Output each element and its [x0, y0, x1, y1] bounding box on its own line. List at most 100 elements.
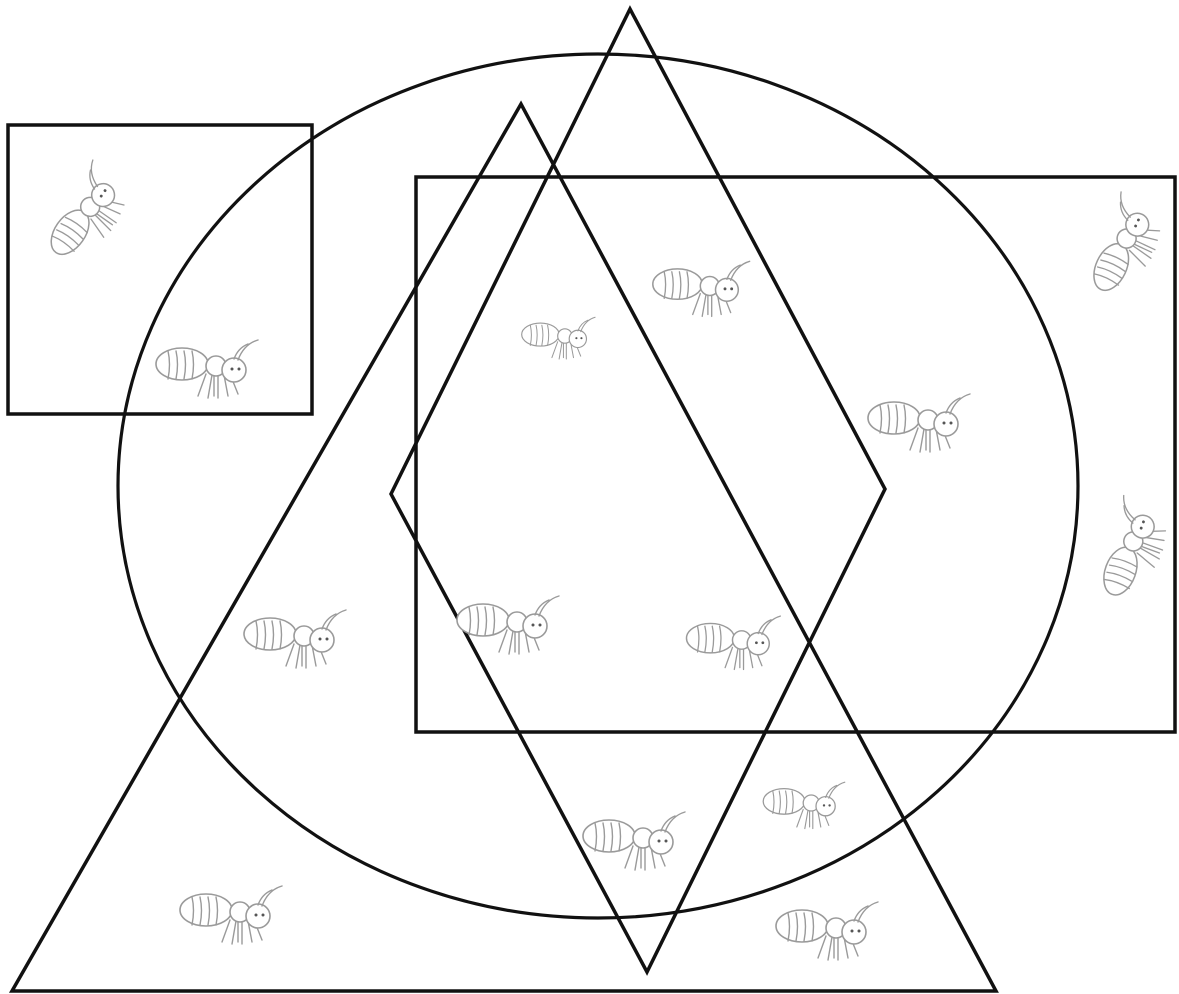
ant-leg	[1135, 240, 1155, 249]
ant-leg	[559, 342, 562, 359]
ant-antenna	[82, 160, 108, 186]
ant-head	[246, 904, 270, 928]
ant-antenna	[581, 317, 595, 331]
ant-eye	[950, 422, 953, 425]
ant-abdomen	[1098, 543, 1143, 600]
ant-eye	[319, 638, 322, 641]
ant-eye	[665, 840, 668, 843]
ant-eye	[858, 930, 861, 933]
ant-eye	[658, 840, 661, 843]
ant-leg	[87, 219, 108, 237]
ant-leg	[1142, 543, 1163, 550]
ant-leg	[635, 847, 639, 870]
ant-leg	[1126, 250, 1148, 266]
ant-antenna	[731, 261, 750, 280]
ant-eye	[326, 638, 329, 641]
ant-icon	[763, 782, 845, 828]
ant-abdomen	[244, 618, 296, 650]
ant-eye	[255, 914, 258, 917]
ant-icon	[868, 394, 970, 452]
ant-leg	[805, 810, 808, 828]
ant-leg	[625, 846, 633, 868]
ant-eye	[851, 930, 854, 933]
ant-eye	[761, 641, 764, 644]
ant-head	[310, 628, 334, 652]
ant-abdomen	[653, 269, 702, 299]
ant-icon	[1091, 495, 1176, 605]
ant-head	[569, 330, 586, 347]
ant-head	[649, 830, 673, 854]
ant-icon	[37, 160, 138, 271]
ant-leg	[828, 937, 832, 960]
ant-eye	[539, 624, 542, 627]
ant-head	[222, 358, 246, 382]
ant-eye	[231, 368, 234, 371]
ant-antenna	[238, 340, 258, 360]
ant-leg	[702, 295, 706, 317]
ant-icon	[653, 261, 750, 316]
ant-leg	[693, 294, 701, 315]
ant-abdomen	[180, 894, 232, 926]
large-triangle-shape	[12, 104, 996, 991]
ant-head	[716, 278, 739, 301]
ant-leg	[222, 920, 230, 942]
ant-abdomen	[776, 910, 828, 942]
ant-eye	[724, 287, 727, 290]
circle-shape	[118, 54, 1078, 918]
ant-icon	[156, 340, 258, 398]
ant-leg	[499, 630, 507, 652]
ant-eye	[575, 337, 577, 339]
ant-antenna	[665, 812, 685, 832]
ant-abdomen	[763, 789, 805, 815]
ant-antenna	[262, 886, 282, 906]
ant-head	[842, 920, 866, 944]
ant-abdomen	[156, 348, 208, 380]
ant-antenna	[762, 616, 780, 634]
ant-antenna	[326, 610, 346, 630]
ant-head	[523, 614, 547, 638]
ant-abdomen	[686, 623, 734, 652]
ant-antenna	[539, 596, 559, 616]
ant-abdomen	[522, 323, 559, 346]
ant-leg	[920, 429, 924, 452]
ant-leg	[818, 936, 826, 958]
ant-leg	[797, 809, 803, 827]
ant-leg	[198, 374, 206, 396]
ant-icon	[1080, 192, 1171, 303]
ant-eye	[580, 337, 582, 339]
ant-leg	[725, 647, 732, 667]
rectangle-shape	[416, 177, 1175, 732]
ant-leg	[910, 428, 918, 450]
ant-antenna	[829, 782, 845, 798]
ant-head	[747, 633, 769, 655]
ant-eye	[262, 914, 265, 917]
ant-antenna	[950, 394, 970, 414]
ant-leg	[552, 342, 558, 358]
ant-abdomen	[868, 402, 920, 434]
ant-leg	[232, 921, 236, 944]
ant-leg	[296, 645, 300, 668]
rhombus-shape	[391, 9, 885, 972]
ant-leg	[208, 375, 212, 398]
ant-leg	[734, 648, 738, 669]
ant-layer	[37, 160, 1175, 960]
ant-leg	[286, 644, 294, 666]
ant-icon	[776, 902, 878, 960]
ant-icon	[583, 812, 685, 870]
ant-icon	[244, 610, 346, 668]
ant-icon	[180, 886, 282, 944]
ant-antenna	[858, 902, 878, 922]
ant-leg	[509, 631, 513, 654]
ant-eye	[755, 641, 758, 644]
ant-head	[816, 797, 835, 816]
ant-eye	[943, 422, 946, 425]
ant-icon	[522, 317, 595, 359]
ant-abdomen	[457, 604, 509, 636]
ant-eye	[823, 804, 825, 806]
ant-eye	[730, 287, 733, 290]
ant-head	[934, 412, 958, 436]
ant-abdomen	[583, 820, 635, 852]
ant-icon	[686, 616, 780, 669]
